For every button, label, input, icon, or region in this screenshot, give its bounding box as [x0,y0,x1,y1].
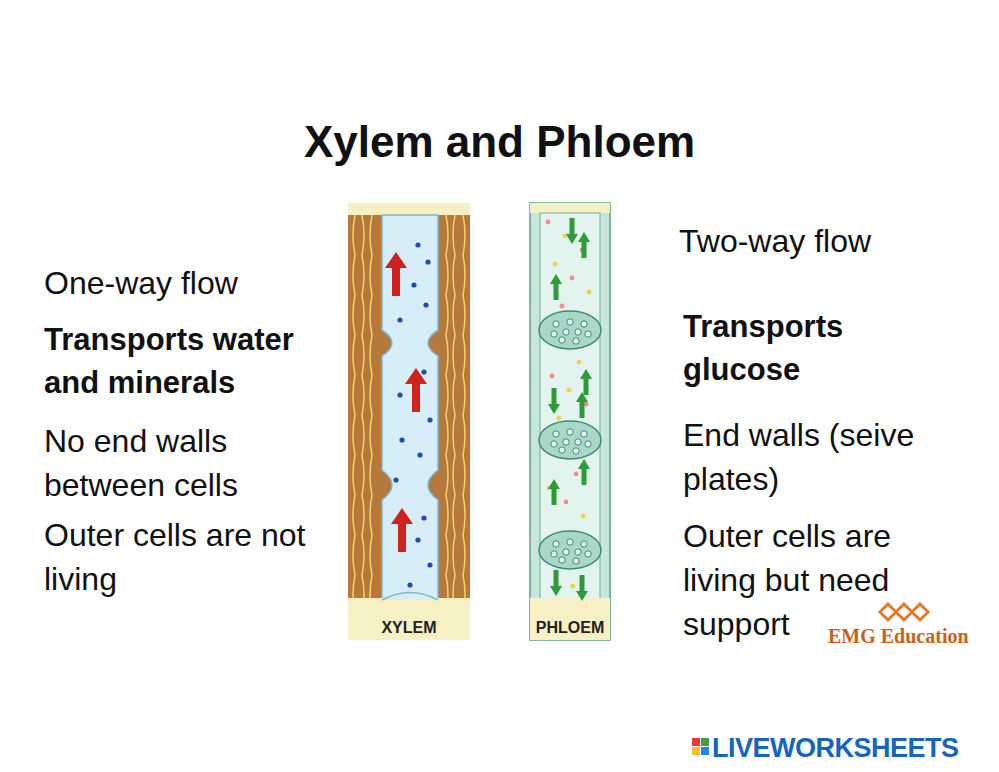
title: Xylem and Phloem [0,116,999,169]
liveworksheets-mark [692,738,709,755]
feature-text: Transports glucose [683,306,933,392]
feature-text: No end walls between cells [44,419,334,507]
feature-text: Two-way flow [679,219,879,263]
feature-text: End walls (seive plates) [683,413,983,501]
tube-label: XYLEM [348,618,470,637]
feature-text: Outer cells are not living [44,513,334,601]
phloem-tube [530,203,610,640]
logo-mark [880,604,928,620]
watermark: LIVEWORKSHEETS [712,732,992,764]
logo-text: EMG Education [828,624,993,648]
feature-text: One-way flow [44,261,344,305]
feature-text: Transports water and minerals [44,319,349,405]
tube-label: PHLOEM [515,618,625,637]
xylem-vessel [348,203,470,640]
